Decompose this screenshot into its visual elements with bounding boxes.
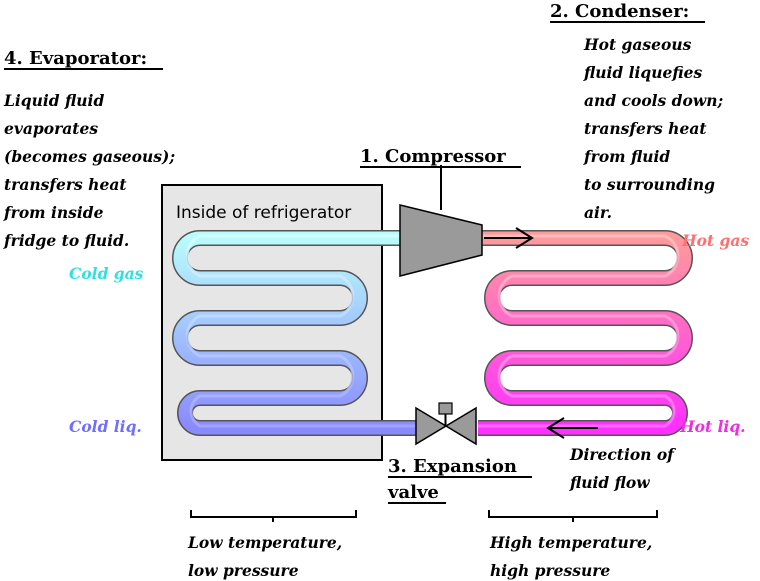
flow-desc-line: Direction of [569,445,676,464]
evaporator-desc-line: transfers heat [4,175,127,194]
high-side-line: high pressure [490,561,610,580]
compressor-icon [399,165,483,277]
evaporator-title: 4. Evaporator: [4,48,147,69]
high-side-line: High temperature, [489,533,652,552]
expansion-title-line2: valve [387,482,439,503]
condenser-desc-line: from fluid [583,147,670,166]
hot-gas-label: Hot gas [681,231,749,250]
expansion-valve-icon [415,402,477,446]
condenser-description: Hot gaseous fluid liquefies and cools do… [583,35,723,222]
compressor-title: 1. Compressor [360,146,506,167]
low-side-line: Low temperature, [187,533,342,552]
expansion-title-line1: 3. Expansion [388,456,517,477]
low-side-brace [190,510,357,522]
condenser-desc-line: to surrounding [584,175,715,194]
high-side-brace [488,510,658,522]
refrigerator-label: Inside of refrigerator [176,203,351,223]
evaporator-desc-line: evaporates [4,119,98,138]
evaporator-desc-line: from inside [3,203,104,222]
flow-desc-line: fluid flow [569,473,650,492]
flow-arrow-left [546,417,598,439]
condenser-coil [478,230,693,436]
condenser-desc-line: fluid liquefies [583,63,703,82]
hot-liq-label: Hot liq. [679,417,746,436]
cold-gas-label: Cold gas [69,264,144,283]
cold-liq-label: Cold liq. [69,417,142,436]
evaporator-description: Liquid fluid evaporates (becomes gaseous… [3,91,175,250]
condenser-desc-line: Hot gaseous [583,35,692,54]
condenser-desc-line: air. [584,203,612,222]
condenser-desc-line: and cools down; [584,91,723,110]
evaporator-desc-line: Liquid fluid [3,91,104,110]
low-side-line: low pressure [188,561,299,580]
evaporator-desc-line: (becomes gaseous); [4,147,175,166]
flow-arrow-right [484,227,534,249]
evaporator-coil [172,230,418,436]
condenser-desc-line: transfers heat [584,119,707,138]
evaporator-desc-line: fridge to fluid. [3,231,129,250]
condenser-title: 2. Condenser: [550,1,689,22]
